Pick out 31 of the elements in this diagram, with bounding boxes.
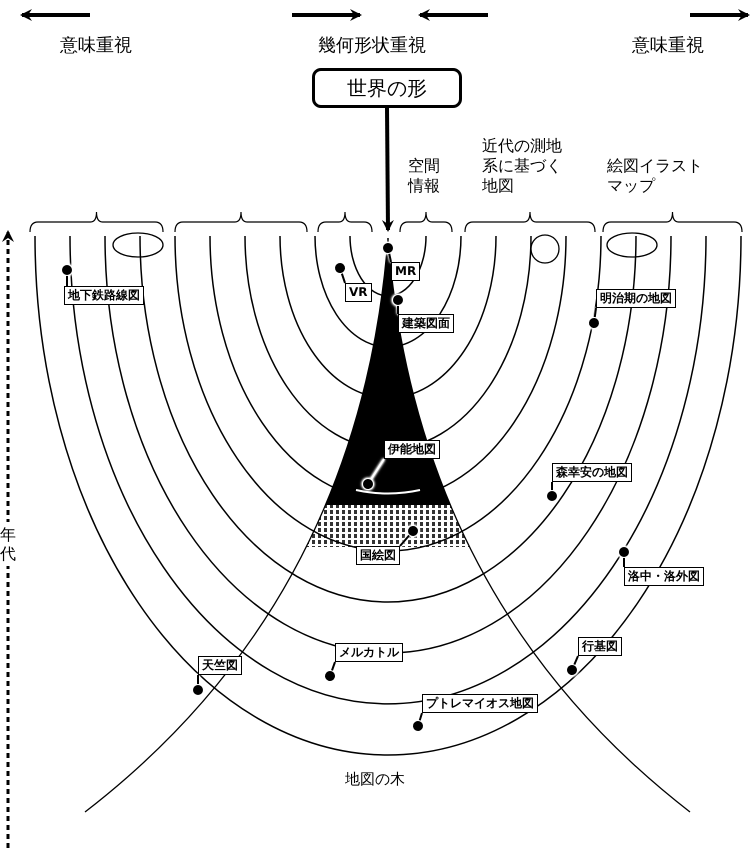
callout-label: 森幸安の地図 (552, 463, 632, 482)
direction-label: 幾何形状重視 (318, 36, 426, 56)
leader-line (546, 482, 558, 502)
leader-line (382, 242, 394, 262)
callout-label: 建築図面 (398, 314, 454, 333)
category-label: 空間情報 (408, 156, 441, 196)
callout-label: 地下鉄路線図 (64, 286, 144, 305)
callout-label: 洛中・洛外図 (624, 567, 704, 586)
leader-line (588, 308, 600, 329)
callout-label: 行基図 (578, 637, 622, 656)
leader-line (399, 525, 419, 547)
leader-line (392, 294, 404, 314)
category-label: 絵図イラストマップ (607, 156, 704, 196)
callout-label: 明治期の地図 (596, 289, 676, 308)
direction-label: 意味重視 (632, 36, 704, 56)
leader-line (61, 264, 73, 286)
leader-line (412, 712, 424, 732)
arrow (382, 108, 394, 232)
leader-line (324, 662, 336, 682)
callout-label: VR (345, 283, 372, 302)
leader-line (192, 675, 204, 696)
axis-label: 年代 (0, 522, 17, 566)
leader-line (566, 656, 579, 676)
leader-line (334, 262, 346, 284)
callout-label: 天竺図 (198, 656, 242, 675)
direction-label: 意味重視 (60, 36, 132, 56)
leader-line (618, 546, 630, 567)
callout-label: MR (391, 262, 420, 281)
caption: 地図の木 (345, 770, 405, 789)
title-box: 世界の形 (312, 68, 462, 108)
category-label: 近代の測地系に基づく地図 (482, 136, 563, 196)
